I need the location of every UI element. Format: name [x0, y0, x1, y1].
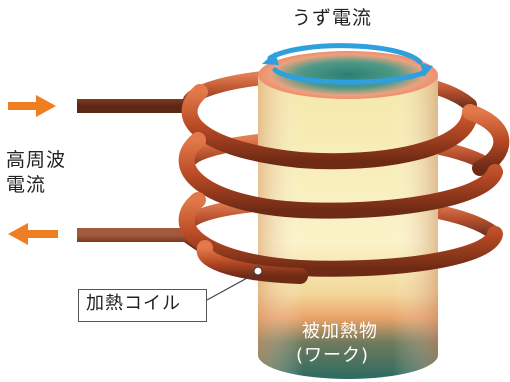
coil-label-dot [253, 266, 263, 276]
eddy-current-label: うず電流 [292, 7, 373, 29]
heating-coil-label-box [78, 289, 207, 322]
heating-coil-label: 加熱コイル [86, 293, 181, 314]
arrow-right-icon [8, 95, 56, 117]
coil-label-leader [206, 271, 259, 301]
arrow-left-icon [8, 223, 58, 245]
high-frequency-current-label-line1: 高周波 [6, 149, 67, 171]
circular-arrow-icon [262, 43, 433, 85]
workpiece-label-line2: (ワーク) [296, 345, 370, 366]
heating-coil [178, 84, 510, 284]
high-frequency-current-label-line2: 電流 [6, 174, 47, 196]
workpiece-label-line1: 被加熱物 [302, 321, 378, 342]
